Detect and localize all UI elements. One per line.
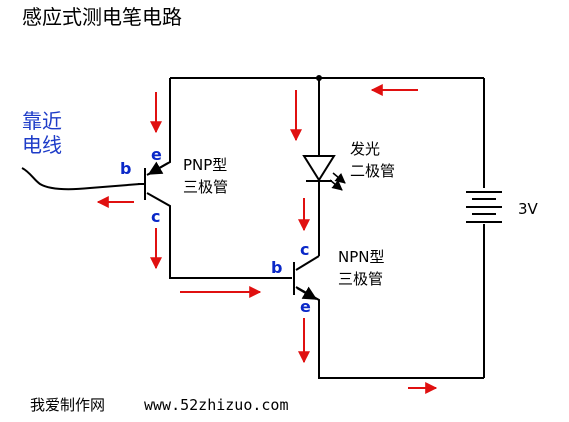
npn-emitter-pin-label: e — [300, 297, 311, 316]
led-label-line2: 二极管 — [350, 162, 395, 180]
pnp-collector-pin-label: c — [151, 207, 160, 226]
current-flow-arrows — [96, 84, 438, 394]
antenna-wire — [21, 167, 141, 191]
npn-collector-pin-label: c — [300, 240, 309, 259]
footer-url: www.52zhizuo.com — [144, 396, 289, 414]
led-symbol — [302, 155, 346, 191]
led-label-line1: 发光 — [350, 140, 380, 158]
npn-label-line1: NPN型 — [338, 248, 385, 266]
pnp-label-line2: 三极管 — [183, 178, 228, 196]
pnp-label-line1: PNP型 — [183, 156, 227, 174]
near-wire-label-line2: 电线 — [22, 133, 62, 157]
npn-transistor — [293, 262, 318, 300]
pnp-emitter-pin-label: e — [151, 145, 162, 164]
junction-dot — [316, 75, 322, 81]
diagram-title: 感应式测电笔电路 — [22, 5, 182, 29]
npn-label-line2: 三极管 — [338, 270, 383, 288]
footer-site-name: 我爱制作网 — [30, 396, 105, 414]
circuit-wires — [146, 77, 485, 379]
battery-symbol — [466, 188, 502, 224]
near-wire-label-line1: 靠近 — [22, 109, 62, 133]
battery-voltage-label: 3V — [518, 200, 539, 218]
pnp-transistor — [138, 161, 169, 200]
pnp-base-pin-label: b — [120, 159, 131, 178]
npn-base-pin-label: b — [271, 258, 282, 277]
